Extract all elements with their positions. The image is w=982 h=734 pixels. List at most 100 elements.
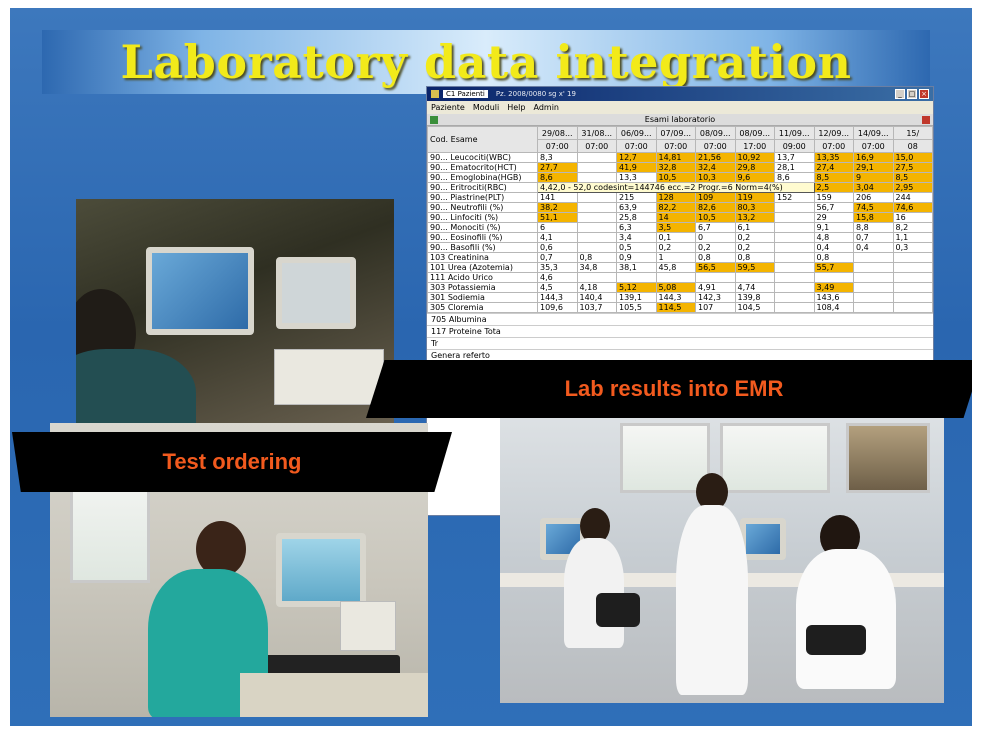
table-cell: 6 [537, 222, 578, 233]
table-cell: 108,4 [813, 302, 854, 313]
column-header-time: 07:00 [813, 139, 854, 153]
column-header-date[interactable]: 08/09... [734, 126, 775, 140]
chair [596, 593, 640, 627]
table-cell: 51,1 [537, 212, 578, 223]
table-cell: 105,5 [616, 302, 657, 313]
maximize-button[interactable]: □ [907, 89, 917, 99]
table-cell: 12,7 [616, 152, 657, 163]
column-header-time: 07:00 [576, 139, 617, 153]
column-header-time: 07:00 [537, 139, 578, 153]
table-cell [813, 272, 854, 283]
table-cell: 0,9 [616, 252, 657, 263]
bottom-item-tr[interactable]: Tr [427, 337, 933, 349]
table-cell [774, 282, 815, 293]
column-header-date[interactable]: 29/08... [537, 126, 578, 140]
table-cell: 27,5 [892, 162, 933, 173]
menu-admin[interactable]: Admin [533, 103, 559, 112]
column-header-date[interactable]: 11/09... [774, 126, 815, 140]
exam-name: 90... Eosinofili (%) [427, 232, 538, 243]
table-cell: 29 [813, 212, 854, 223]
table-cell: 109,6 [537, 302, 578, 313]
table-cell: 144,3 [537, 292, 578, 303]
table-cell: 8,5 [813, 172, 854, 183]
column-header-code[interactable]: Cod. Esame [427, 126, 538, 153]
table-cell [774, 232, 815, 243]
column-header-time: 07:00 [853, 139, 894, 153]
table-cell: 6,1 [734, 222, 775, 233]
table-cell: 10,92 [734, 152, 775, 163]
window [720, 423, 830, 493]
worker-body [676, 505, 748, 695]
table-cell [576, 272, 617, 283]
table-cell: 10,5 [655, 172, 696, 183]
table-cell [774, 262, 815, 273]
minimize-button[interactable]: _ [895, 89, 905, 99]
table-cell [576, 232, 617, 243]
worker-body [796, 549, 896, 689]
table-cell: 13,7 [774, 152, 815, 163]
column-header-date[interactable]: 08/09... [695, 126, 736, 140]
menu-moduli[interactable]: Moduli [472, 103, 500, 112]
table-cell: 3,4 [616, 232, 657, 243]
table-cell: 0,2 [734, 232, 775, 243]
person-body [76, 349, 196, 427]
table-cell: 14 [655, 212, 696, 223]
table-cell: 8,8 [853, 222, 894, 233]
table-cell: 104,5 [734, 302, 775, 313]
table-cell: 0,8 [813, 252, 854, 263]
exam-name: 101 Urea (Azotemia) [427, 262, 538, 273]
table-cell: 4,1 [537, 232, 578, 243]
menu-paziente[interactable]: Paziente [431, 103, 465, 112]
table-cell [695, 272, 736, 283]
window-title: C1 Pazienti [443, 90, 488, 98]
lab-results-window[interactable]: C1 Pazienti Pz. 2008/0080 sg x' 19 _ □ ×… [426, 86, 934, 516]
worker-head [696, 473, 728, 511]
column-header-date[interactable]: 15/ [892, 126, 933, 140]
column-header-date[interactable]: 06/09... [616, 126, 657, 140]
table-cell: 144,3 [655, 292, 696, 303]
exam-name: 303 Potassiemia [427, 282, 538, 293]
table-cell: 103,7 [576, 302, 617, 313]
table-cell: 25,8 [616, 212, 657, 223]
table-cell: 215 [616, 192, 657, 203]
table-cell: 59,5 [734, 262, 775, 273]
generate-report-button[interactable]: Genera referto [427, 349, 933, 361]
column-header-date[interactable]: 14/09... [853, 126, 894, 140]
table-cell: 80,3 [734, 202, 775, 213]
window-subtitle: Pz. 2008/0080 sg x' 19 [495, 90, 576, 98]
table-cell: 1,1 [892, 232, 933, 243]
table-cell: 14,81 [655, 152, 696, 163]
window-titlebar[interactable]: C1 Pazienti Pz. 2008/0080 sg x' 19 _ □ × [427, 87, 933, 101]
table-cell: 0,1 [655, 232, 696, 243]
banner-test-ordering: Test ordering [12, 432, 452, 492]
column-header-date[interactable]: 07/09... [655, 126, 696, 140]
panel-close-icon[interactable] [922, 115, 930, 124]
table-cell [892, 302, 933, 313]
column-header-date[interactable]: 12/09... [813, 126, 854, 140]
column-header-time: 09:00 [774, 139, 815, 153]
column-header-date[interactable]: 31/08... [576, 126, 617, 140]
table-row[interactable]: 90... Eritrociti(RBC)4,42,0 - 52,0 codes… [427, 182, 933, 193]
table-cell: 34,8 [576, 262, 617, 273]
panel-icon[interactable] [430, 115, 438, 124]
menu-help[interactable]: Help [507, 103, 526, 112]
close-button[interactable]: × [919, 89, 929, 99]
window [620, 423, 710, 493]
table-cell [853, 272, 894, 283]
table-cell: 0,2 [655, 242, 696, 253]
